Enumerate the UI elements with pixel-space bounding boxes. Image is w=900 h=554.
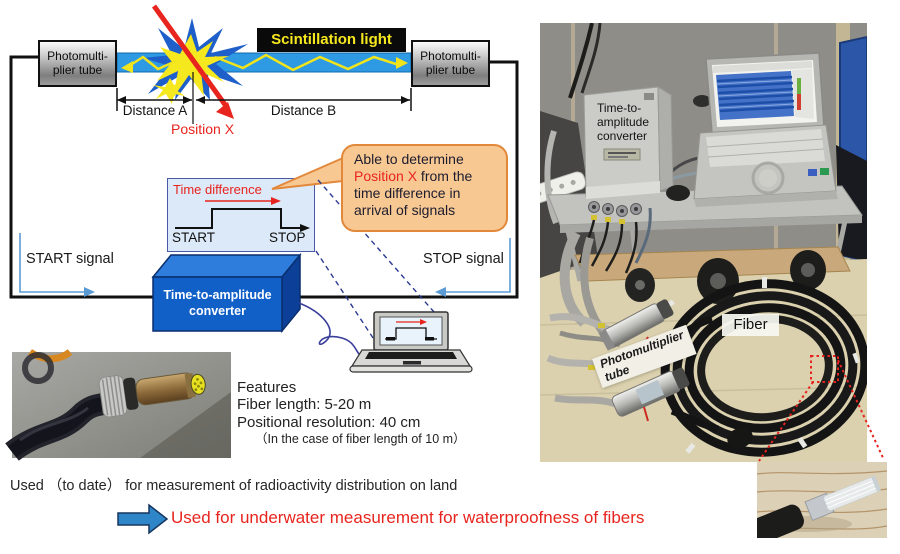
resolution-line: Positional resolution: 40 cm	[237, 413, 421, 431]
laptop-icon	[349, 311, 473, 373]
photo-fiber-label: Fiber	[722, 314, 779, 336]
scintillation-label: Scintillation light	[257, 28, 406, 52]
resolution-note: （In the case of fiber length of 10 m）	[255, 432, 466, 447]
features-title: Features	[237, 379, 297, 396]
equipment-photo-art	[540, 23, 867, 462]
pmt-tube-photo-1	[598, 299, 674, 351]
pmt-right-box: Photomulti- plier tube	[411, 40, 490, 87]
pmt-tube-photo-2	[611, 367, 690, 417]
laptop-photo	[693, 52, 838, 207]
land-usage-text: Used （to date） for measurement of radioa…	[10, 478, 458, 494]
block-arrow-icon	[117, 503, 169, 535]
distance-b-label: Distance B	[270, 103, 337, 118]
position-x-highlight: Position X	[354, 168, 418, 185]
converter-cable	[298, 302, 378, 362]
connector-photo	[5, 348, 231, 461]
fiber-tip-art	[757, 462, 887, 538]
start-signal-label: START signal	[26, 251, 114, 267]
start-label: START	[172, 230, 216, 245]
mouse	[693, 95, 711, 107]
light-path-arrows	[121, 53, 408, 73]
position-x-label: Position X	[171, 121, 235, 137]
scintillation-burst-icon	[143, 18, 248, 104]
fiber-bar	[116, 52, 412, 73]
features-block: Features Fiber length: 5-20 m Positional…	[237, 379, 466, 447]
callout-bubble: Able to determine Position X from the ti…	[341, 144, 508, 232]
equipment-photo: Time-to- amplitude converter Fiber Photo…	[540, 23, 867, 462]
photo-tac-label: Time-to- amplitude converter	[597, 101, 650, 144]
underwater-usage-text: Used for underwater measurement for wate…	[171, 508, 645, 527]
time-difference-title: Time difference	[173, 182, 262, 197]
fiber-length-line: Fiber length: 5-20 m	[237, 396, 372, 414]
distance-a-label: Distance A	[122, 103, 188, 118]
fiber-tip-inset-photo	[757, 462, 887, 538]
tac-box-photo	[578, 86, 690, 274]
stop-label: STOP	[269, 230, 306, 245]
stop-signal-label: STOP signal	[423, 251, 504, 267]
tac-box-label: Time-to-amplitude converter	[163, 288, 272, 318]
black-cap	[727, 427, 753, 449]
pmt-left-box: Photomulti- plier tube	[38, 40, 117, 87]
